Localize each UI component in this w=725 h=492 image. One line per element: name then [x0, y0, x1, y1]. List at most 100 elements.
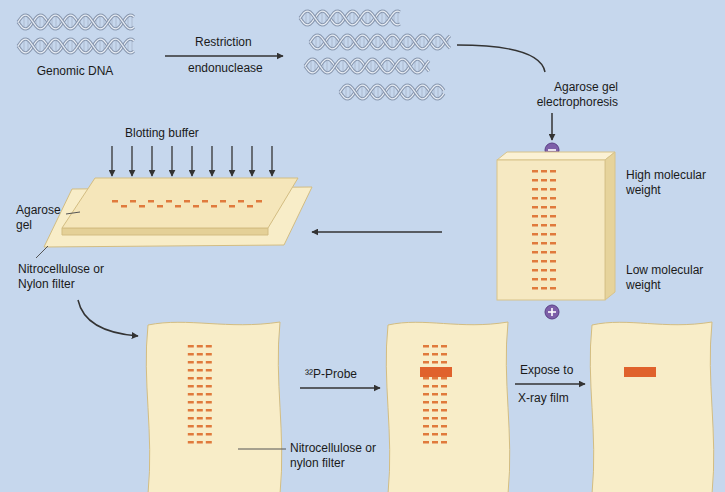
- label: Low molecular weight: [626, 263, 718, 293]
- dna-band: [206, 369, 212, 372]
- dna-band: [432, 441, 438, 444]
- dna-band: [148, 200, 154, 203]
- label: Agarose gel electrophoresis: [498, 80, 618, 110]
- dna-band: [532, 206, 538, 209]
- dna-strand-highlight: [305, 59, 429, 73]
- dna-band: [188, 417, 194, 420]
- dna-band: [532, 197, 538, 200]
- dna-band: [188, 441, 194, 444]
- dna-band: [247, 205, 253, 208]
- base-pair: [438, 85, 439, 99]
- label: Nitrocellulose or Nylon filter: [18, 262, 122, 292]
- dna-strand: [340, 85, 444, 99]
- dna-band: [184, 200, 190, 203]
- dna-band: [541, 233, 547, 236]
- dna-band: [197, 433, 203, 436]
- dna-band: [532, 260, 538, 263]
- membrane-filter: [386, 322, 509, 492]
- dna-band: [423, 377, 429, 380]
- process-arrow: [165, 55, 283, 57]
- base-pair: [322, 11, 323, 25]
- dna-band: [550, 278, 556, 281]
- dna-band: [441, 425, 447, 428]
- dna-strand-highlight: [18, 15, 134, 29]
- gel-top: [497, 152, 615, 160]
- gel-side: [605, 152, 615, 300]
- dna-band: [541, 242, 547, 245]
- base-pair: [327, 59, 328, 73]
- dna-strand: [300, 11, 400, 25]
- dna-strand: [340, 85, 444, 99]
- dna-band: [441, 361, 447, 364]
- base-pair: [378, 85, 379, 99]
- label: Restriction: [195, 35, 252, 50]
- base-pair: [338, 11, 339, 25]
- dna-strand: [310, 35, 450, 49]
- dna-band: [188, 377, 194, 380]
- dna-band: [197, 345, 203, 348]
- dna-band: [441, 409, 447, 412]
- dna-band: [432, 385, 438, 388]
- dna-band: [206, 345, 212, 348]
- dna-strand-highlight: [18, 15, 134, 29]
- base-pair: [387, 59, 388, 73]
- dna-band: [550, 170, 556, 173]
- dna-band: [206, 441, 212, 444]
- dna-band: [432, 409, 438, 412]
- dna-band: [541, 206, 547, 209]
- buffer-arrow: [111, 146, 112, 176]
- label: Expose to: [520, 363, 573, 378]
- dna-band: [193, 205, 199, 208]
- dna-strand-highlight: [18, 39, 134, 53]
- dna-band: [423, 425, 429, 428]
- base-pair: [382, 11, 383, 25]
- dna-band: [188, 353, 194, 356]
- base-pair: [116, 15, 117, 29]
- dna-band: [432, 345, 438, 348]
- buffer-arrow: [231, 146, 232, 176]
- dna-band: [423, 385, 429, 388]
- dna-band: [188, 401, 194, 404]
- base-pair: [422, 85, 423, 99]
- dna-band: [532, 179, 538, 182]
- dna-band: [206, 409, 212, 412]
- buffer-arrow: [151, 146, 152, 176]
- dna-band: [256, 200, 262, 203]
- dna-band: [423, 409, 429, 412]
- dna-strand-highlight: [340, 85, 444, 99]
- dna-band: [188, 393, 194, 396]
- dna-band: [188, 409, 194, 412]
- buffer-arrow: [271, 146, 272, 176]
- dna-band: [441, 353, 447, 356]
- buffer-arrow: [191, 146, 192, 176]
- base-pair: [392, 35, 393, 49]
- buffer-arrow: [251, 146, 252, 176]
- dna-band: [197, 393, 203, 396]
- base-pair: [362, 85, 363, 99]
- dna-band: [541, 260, 547, 263]
- dna-band: [550, 206, 556, 209]
- dna-strand: [310, 35, 450, 49]
- base-pair: [348, 35, 349, 49]
- dna-band: [550, 179, 556, 182]
- label: X-ray film: [518, 391, 569, 406]
- dna-band: [175, 205, 181, 208]
- label: endonuclease: [188, 61, 263, 76]
- dna-band: [541, 287, 547, 290]
- dna-band: [550, 197, 556, 200]
- dna-strand-highlight: [310, 35, 450, 49]
- dna-band: [541, 278, 547, 281]
- dna-band: [441, 377, 447, 380]
- dna-strand: [300, 11, 400, 25]
- process-arrow: [312, 231, 442, 233]
- buffer-arrows: [112, 146, 272, 176]
- leader-line: [36, 246, 48, 258]
- base-pair: [343, 59, 344, 73]
- base-pair: [56, 39, 57, 53]
- dna-band: [423, 353, 429, 356]
- dna-band: [532, 170, 538, 173]
- dna-band: [121, 205, 127, 208]
- dna-band: [197, 353, 203, 356]
- dna-band: [441, 441, 447, 444]
- dna-band: [188, 369, 194, 372]
